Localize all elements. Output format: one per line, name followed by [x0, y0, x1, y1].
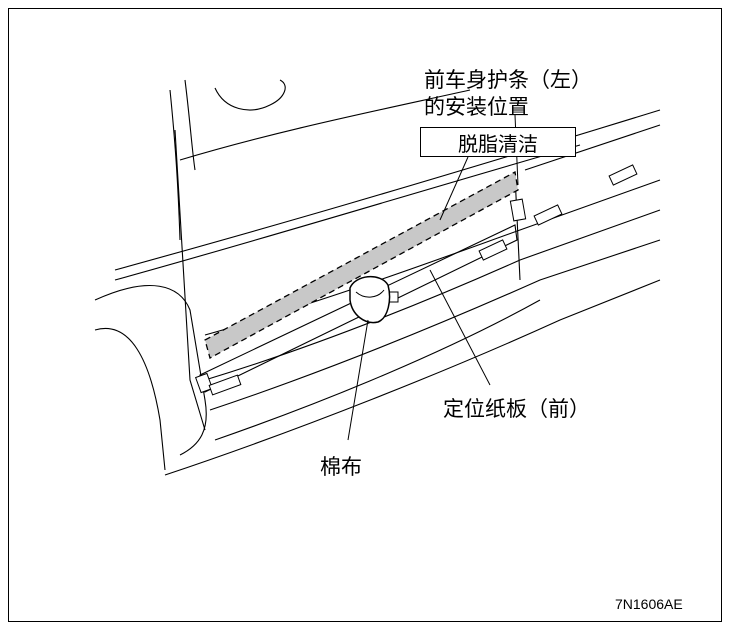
window-line	[179, 89, 471, 161]
clip-tab	[478, 239, 508, 261]
door-seam	[514, 174, 521, 281]
degrease-label: 脱脂清洁	[420, 127, 576, 157]
front-wheel-arch	[94, 327, 166, 471]
degrease-area	[204, 170, 519, 359]
clip-tab	[533, 204, 563, 226]
rocker-line	[164, 279, 661, 476]
a-pillar-line	[169, 89, 181, 241]
molding-position-label-line1: 前车身护条（左）	[424, 68, 592, 92]
door-lower-line	[209, 239, 661, 411]
rocker-line-2	[214, 299, 541, 441]
clip-tab	[208, 374, 242, 396]
leader-degrease	[439, 156, 469, 221]
mirror-outline	[214, 79, 286, 111]
cotton-cloth-fold	[355, 289, 385, 298]
roof-line-2	[114, 144, 581, 281]
a-pillar-line-2	[184, 79, 196, 171]
door-front-edge	[174, 129, 206, 431]
cotton-cloth	[349, 276, 391, 324]
rear-door-line	[524, 124, 661, 171]
figure-code: 7N1606AE	[615, 596, 683, 612]
molding-position-label-line2: 的安装位置	[424, 95, 529, 119]
cotton-cloth-label: 棉布	[320, 455, 362, 479]
positioning-board-label: 定位纸板（前）	[443, 397, 590, 421]
clip-tab	[194, 372, 214, 394]
leader-positioning-board	[429, 269, 491, 386]
leader-cotton-cloth	[347, 319, 369, 441]
front-fender	[94, 285, 207, 456]
clip-tab	[509, 198, 527, 222]
clip-tab	[608, 164, 638, 186]
